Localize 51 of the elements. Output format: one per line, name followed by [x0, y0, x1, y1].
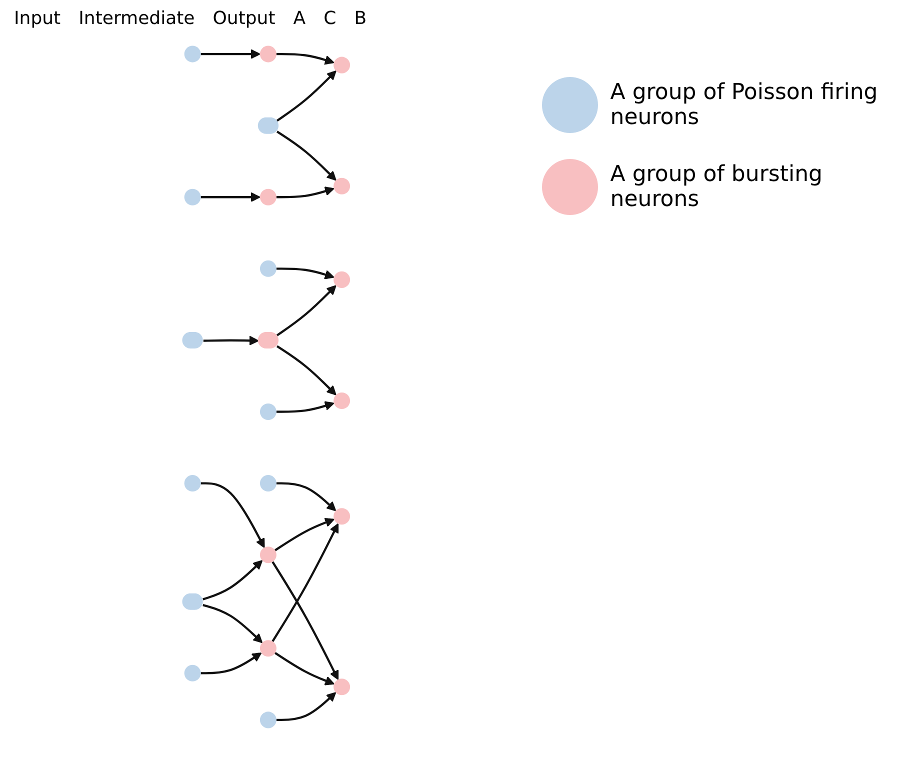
node-circle: [260, 260, 276, 277]
node-ellipse: [258, 332, 279, 348]
node-ellipse: [182, 593, 203, 610]
node-circle: [184, 664, 201, 682]
arrow: [276, 268, 334, 280]
legend-text: A group of Poisson firing neurons: [610, 80, 879, 130]
column-label: Output: [212, 8, 276, 29]
node-ellipse: [182, 332, 203, 348]
node-circle: [260, 404, 276, 420]
node-circle: [334, 271, 350, 288]
node-circle: [334, 508, 350, 525]
node-circle: [184, 475, 201, 492]
column-label: Input: [14, 8, 61, 29]
arrow: [200, 652, 262, 674]
arrow: [276, 70, 336, 122]
arrow: [202, 604, 263, 644]
arrow: [200, 482, 265, 548]
arrow: [274, 652, 335, 686]
column-label: Intermediate: [78, 8, 195, 29]
arrow: [203, 336, 259, 346]
arrow: [276, 285, 336, 336]
arrow: [200, 49, 260, 59]
node-circle: [260, 712, 276, 728]
node-circle: [260, 475, 276, 492]
node-circle: [184, 188, 201, 206]
arrow: [276, 482, 336, 512]
arrow: [202, 560, 263, 600]
arrow: [274, 518, 335, 552]
node-ellipse: [258, 117, 279, 134]
node-circle: [260, 640, 276, 657]
arrow: [200, 192, 260, 202]
node-circle: [334, 678, 350, 696]
arrow: [276, 345, 336, 396]
node-circle: [334, 392, 350, 410]
arrow: [276, 186, 334, 198]
node-circle: [334, 56, 350, 74]
node-circle: [334, 178, 350, 194]
arrow: [272, 523, 339, 642]
arrow: [276, 401, 334, 413]
arrow: [276, 130, 336, 181]
column-label: B: [354, 8, 367, 29]
node-circle: [184, 46, 201, 62]
arrow: [276, 52, 334, 65]
column-label: C: [324, 8, 336, 29]
arrow: [276, 692, 336, 722]
legend-text: A group of bursting neurons: [610, 162, 824, 212]
node-circle: [260, 46, 276, 62]
column-label: A: [293, 8, 306, 29]
arrow: [272, 561, 339, 680]
node-circle: [260, 188, 276, 206]
node-circle: [260, 546, 276, 564]
